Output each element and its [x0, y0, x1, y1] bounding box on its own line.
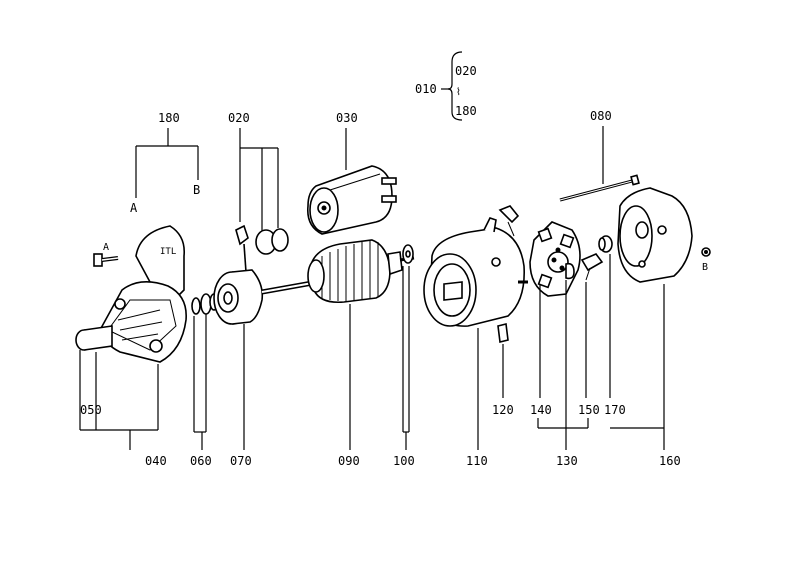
- legend-group: 010 020 ⌇ 180: [415, 51, 477, 121]
- clip-120: 120: [492, 323, 514, 417]
- bracket-180: 180 A B: [130, 111, 200, 215]
- svg-text:ITL: ITL: [160, 247, 176, 257]
- bushing-170: 170: [598, 235, 626, 417]
- drive-housing-040: ITL 050 040: [75, 225, 187, 468]
- label-180-legend: 180: [455, 104, 477, 118]
- label-080: 080: [590, 109, 612, 123]
- washers-060: 060: [190, 293, 219, 468]
- label-030: 030: [336, 111, 358, 125]
- washer-100: 100: [393, 244, 415, 468]
- label-090: 090: [338, 454, 360, 468]
- yoke-110: 110: [423, 205, 528, 468]
- label-130: 130: [556, 454, 578, 468]
- label-140: 140: [530, 403, 552, 417]
- label-150: 150: [578, 403, 600, 417]
- label-180: 180: [158, 111, 180, 125]
- solenoid-030: 030: [306, 111, 397, 235]
- label-010: 010: [415, 82, 437, 96]
- through-bolt-080: 080: [559, 109, 640, 202]
- leader-020: 020: [228, 111, 279, 232]
- label-060: 060: [190, 454, 212, 468]
- label-020-legend: 020: [455, 64, 477, 78]
- label-100: 100: [393, 454, 415, 468]
- label-110: 110: [466, 454, 488, 468]
- label-070: 070: [230, 454, 252, 468]
- label-170: 170: [604, 403, 626, 417]
- label-160: 160: [659, 454, 681, 468]
- label-A-screw: A: [103, 242, 109, 253]
- label-A-bracket: A: [130, 201, 138, 215]
- end-frame-160: B 160: [610, 187, 711, 468]
- label-B-bracket: B: [193, 183, 200, 197]
- screw-A: A: [93, 242, 119, 267]
- label-040: 040: [145, 454, 167, 468]
- armature-090: 090: [261, 239, 415, 468]
- pinion-clutch-070: 070: [213, 224, 289, 468]
- label-B-screw: B: [702, 262, 708, 273]
- label-050: 050: [80, 403, 102, 417]
- label-120: 120: [492, 403, 514, 417]
- label-020: 020: [228, 111, 250, 125]
- brush-holder-130: 140 150 130: [529, 221, 604, 468]
- svg-text:⌇: ⌇: [456, 87, 461, 98]
